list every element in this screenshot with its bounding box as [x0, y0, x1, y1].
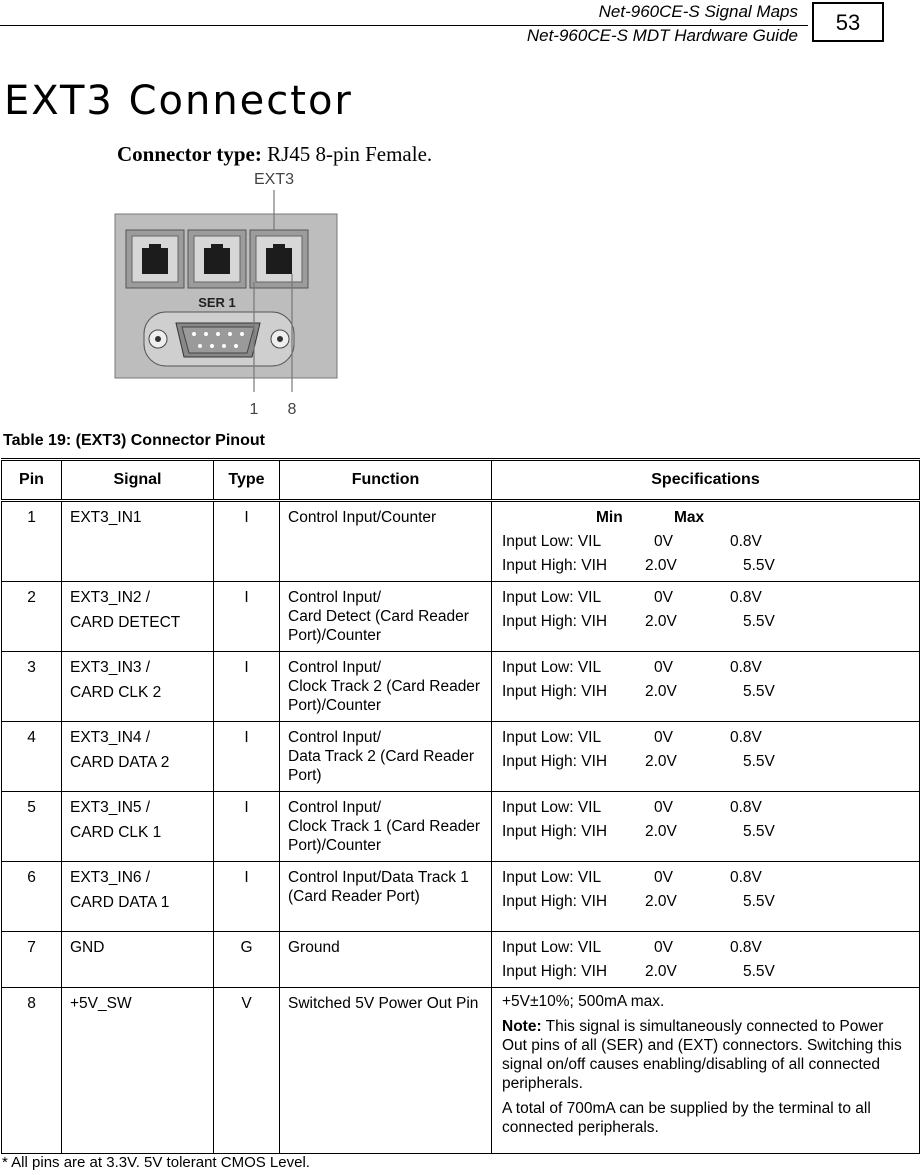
signal-type: G [240, 939, 253, 956]
signal-alt-name: CARD DATA 2 [70, 754, 170, 771]
signal-type: I [244, 589, 249, 606]
function-text: Control Input/ Clock Track 2 (Card Reade… [288, 659, 481, 714]
col-header-signal: Signal [61, 458, 214, 502]
pin-number: 5 [27, 799, 36, 816]
signal-alt-name: CARD DATA 1 [70, 894, 170, 911]
signal-name: EXT3_IN6 / [70, 869, 151, 886]
pin-1-label: 1 [250, 401, 259, 418]
table-row: 2 EXT3_IN2 / CARD DETECT I Control Input/… [1, 581, 920, 652]
db9-port [143, 311, 295, 367]
signal-type: I [244, 799, 249, 816]
spec-minmax-header: Min Max [502, 506, 909, 530]
table-row: 3 EXT3_IN3 / CARD CLK 2 I Control Input/ … [1, 651, 920, 722]
rj45-port-1 [125, 229, 185, 289]
pin-number: 2 [27, 589, 36, 606]
col-header-specifications: Specifications [491, 458, 920, 502]
table-row: 8 +5V_SW V Switched 5V Power Out Pin +5V… [1, 987, 920, 1154]
header-guide-title: Net-960CE-S MDT Hardware Guide [526, 26, 798, 45]
connector-type-value: RJ45 8-pin Female. [261, 142, 433, 166]
function-text: Control Input/ Data Track 2 (Card Reader… [288, 729, 475, 784]
function-text: Control Input/Data Track 1 (Card Reader … [288, 869, 469, 905]
signal-name: EXT3_IN3 / [70, 659, 151, 676]
function-text: Control Input/Counter [288, 509, 437, 526]
signal-type: I [244, 659, 249, 676]
signal-type: V [241, 995, 252, 1012]
col-header-type: Type [213, 458, 280, 502]
pin-number: 6 [27, 869, 36, 886]
table-header-row: Pin Signal Type Function Specifications [1, 458, 920, 502]
pin-number: 7 [27, 939, 36, 956]
signal-type: I [244, 869, 249, 886]
table-row: 1 EXT3_IN1 I Control Input/Counter Min M… [1, 500, 920, 582]
pin-number: 1 [27, 509, 36, 526]
signal-name: EXT3_IN4 / [70, 729, 151, 746]
function-text: Control Input/ Clock Track 1 (Card Reade… [288, 799, 481, 854]
pin-number: 3 [27, 659, 36, 676]
page-title: EXT3 Connector [4, 78, 353, 124]
col-header-pin: Pin [1, 458, 62, 502]
function-text: Switched 5V Power Out Pin [288, 995, 479, 1012]
table-row: 4 EXT3_IN4 / CARD DATA 2 I Control Input/… [1, 721, 920, 792]
signal-alt-name: CARD DETECT [70, 614, 181, 631]
function-text: Control Input/ Card Detect (Card Reader … [288, 589, 469, 644]
table-row: 5 EXT3_IN5 / CARD CLK 1 I Control Input/ … [1, 791, 920, 862]
signal-name: +5V_SW [70, 995, 132, 1012]
note-label: Note: [502, 1018, 542, 1035]
function-text: Ground [288, 939, 340, 956]
header-section-title: Net-960CE-S Signal Maps [598, 2, 798, 21]
power-spec-line: +5V±10%; 500mA max. [502, 993, 665, 1010]
pin-number: 4 [27, 729, 36, 746]
footnote: * All pins are at 3.3V. 5V tolerant CMOS… [2, 1154, 310, 1171]
connector-type-label: Connector type: [117, 142, 262, 166]
ser1-label: SER 1 [198, 295, 236, 310]
page-number-box: 53 [812, 2, 884, 42]
spec-max-label: Max [674, 509, 705, 526]
pin-8-label: 8 [288, 401, 297, 418]
signal-alt-name: CARD CLK 2 [70, 684, 162, 701]
pinout-table: Pin Signal Type Function Specifications … [1, 458, 920, 1154]
rj45-port-2 [187, 229, 247, 289]
col-header-function: Function [279, 458, 492, 502]
signal-type: I [244, 729, 249, 746]
signal-alt-name: CARD CLK 1 [70, 824, 162, 841]
ext3-callout-label: EXT3 [254, 171, 294, 188]
signal-name: GND [70, 939, 105, 956]
connector-type-line: Connector type: RJ45 8-pin Female. [117, 142, 432, 167]
signal-name: EXT3_IN1 [70, 509, 142, 526]
note-text: This signal is simultaneously connected … [502, 1018, 902, 1092]
signal-name: EXT3_IN2 / [70, 589, 151, 606]
table-row: 6 EXT3_IN6 / CARD DATA 1 I Control Input/… [1, 861, 920, 932]
signal-type: I [244, 509, 249, 526]
connector-figure: SER 1 EXT3 1 8 [114, 171, 338, 418]
power-total-note: A total of 700mA can be supplied by the … [502, 1100, 871, 1136]
signal-name: EXT3_IN5 / [70, 799, 151, 816]
header-rule [0, 25, 808, 26]
rj45-port-ext3 [249, 229, 309, 289]
spec-min-label: Min [596, 509, 623, 526]
table-caption: Table 19: (EXT3) Connector Pinout [3, 432, 265, 449]
pin-number: 8 [27, 995, 36, 1012]
power-note: Note: This signal is simultaneously conn… [502, 1017, 909, 1093]
